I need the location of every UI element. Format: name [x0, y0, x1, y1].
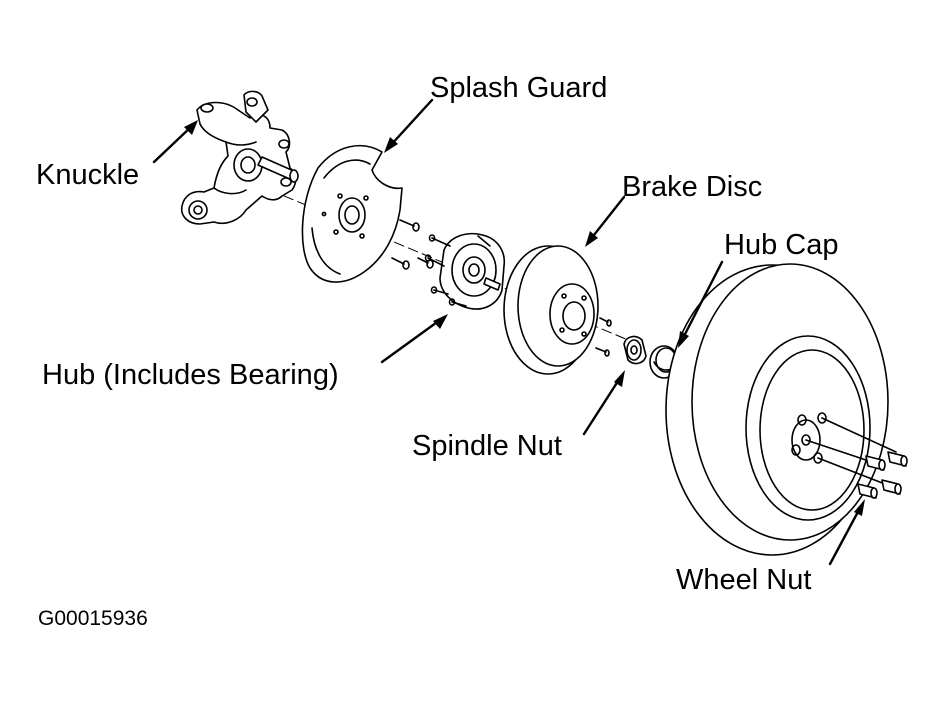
arrow-knuckle: [152, 124, 194, 164]
arrow-spindle-nut: [582, 376, 622, 436]
label-brake-disc: Brake Disc: [622, 171, 763, 203]
label-hub-cap: Hub Cap: [724, 229, 839, 261]
arrow-brake-disc: [588, 195, 626, 242]
arrowhead-brake-disc: [585, 231, 598, 247]
spindle-nut-part: [623, 335, 647, 365]
label-knuckle: Knuckle: [36, 159, 140, 191]
arrow-wheel-nut: [828, 506, 862, 566]
label-spindle-nut: Spindle Nut: [412, 430, 562, 462]
label-hub: Hub (Includes Bearing): [42, 359, 339, 391]
arrowhead-hub: [433, 314, 448, 329]
knuckle-part: [180, 90, 299, 225]
arrow-splash-guard: [388, 98, 434, 148]
brake-disc-part: [503, 245, 612, 375]
arrow-hub: [380, 318, 442, 364]
arrowhead-knuckle: [184, 120, 198, 135]
splash-guard-part: [301, 144, 403, 283]
arrowhead-wheel-nut: [854, 499, 865, 516]
hub-part: [424, 232, 506, 310]
label-wheel-nut: Wheel Nut: [676, 564, 812, 596]
figure-id: G00015936: [38, 607, 148, 630]
wheel-nuts: [857, 451, 908, 499]
arrowhead-hub-cap: [678, 331, 689, 348]
arrow-hub-cap: [680, 260, 724, 342]
arrowhead-spindle-nut: [614, 370, 625, 387]
arrowhead-splash-guard: [384, 137, 398, 153]
leader-arrows: [152, 98, 865, 566]
label-splash-guard: Splash Guard: [430, 72, 608, 104]
wheel-part: [665, 263, 897, 556]
